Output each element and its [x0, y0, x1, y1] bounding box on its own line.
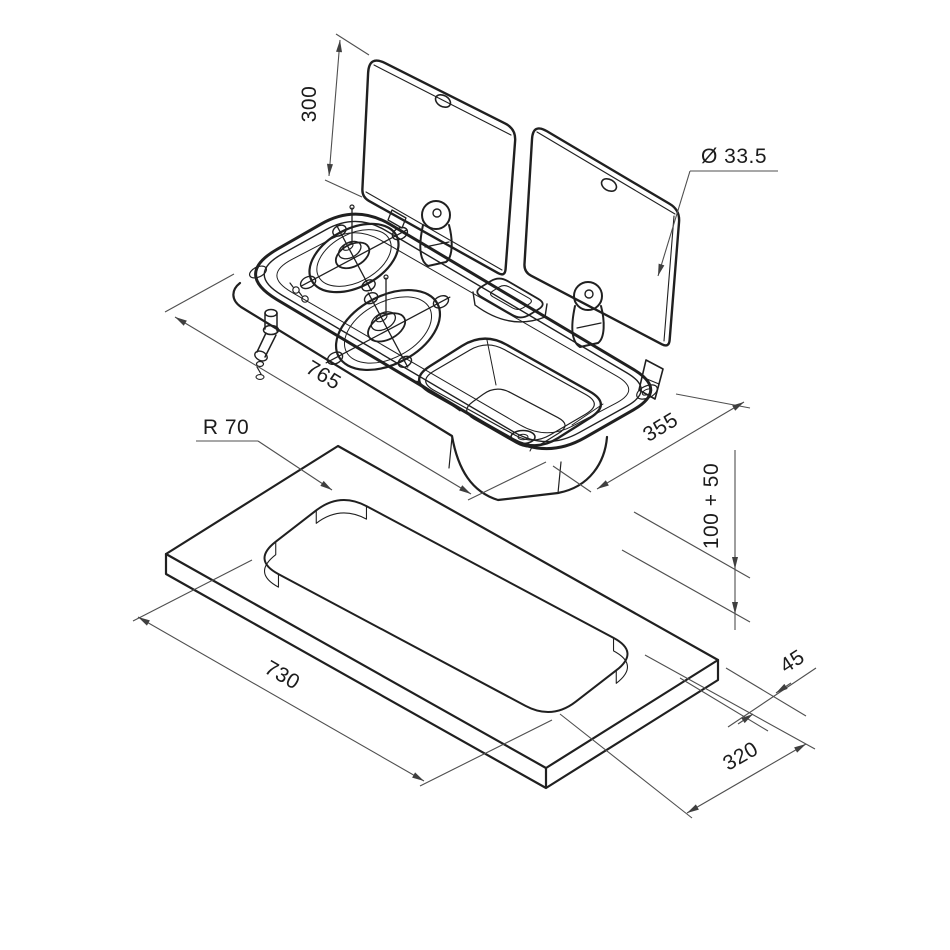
dimensions: 300 Ø 33.5 765 R 70 355 100 [132, 33, 817, 819]
left-lid-hole [434, 93, 452, 109]
left-lid-hinge [419, 200, 453, 267]
sink-hob-unit [232, 200, 664, 502]
dimension-installation-depth: 100 + 50 [700, 450, 738, 630]
left-glass-lid [361, 59, 517, 276]
right-lid-glass-thickness [536, 131, 676, 342]
right-lid-bumper [636, 384, 658, 400]
unit-underbody [232, 281, 609, 502]
drain [510, 429, 536, 445]
rear-burner [299, 204, 409, 294]
unit-outer-rim [254, 212, 653, 451]
worktop-thickness [164, 552, 720, 790]
igniter-parts [289, 282, 309, 303]
dimension-cutout-length: 730 [137, 616, 425, 782]
sink-wall-edges [416, 339, 604, 452]
glass-lids [361, 59, 681, 347]
unit-inner-rim [263, 220, 642, 443]
lid-handle-recess [472, 277, 548, 323]
cutout-opening [263, 499, 629, 713]
dimension-lid-height: 300 [298, 39, 343, 177]
dimension-hole-diameter: Ø 33.5 [657, 145, 778, 277]
left-lid-bumper [248, 265, 268, 279]
drain-inner [517, 433, 529, 441]
right-lid-hinge [571, 281, 605, 348]
installation-depth-label: 100 + 50 [700, 463, 723, 549]
edge-offset-label: 45 [776, 645, 809, 678]
corner-radius-label: R 70 [203, 416, 249, 439]
right-lid-hole [600, 177, 618, 193]
worktop-top-face [164, 444, 720, 770]
worktop-cutout-template [164, 444, 720, 790]
right-glass-lid [523, 127, 681, 347]
faucet [254, 308, 280, 380]
hinge-pin-hole [432, 208, 442, 218]
right-lid-outline [523, 127, 681, 347]
left-lid-glass-thickness [365, 64, 512, 271]
dimension-cutout-width: 320 [686, 737, 807, 814]
sink-bottom [466, 388, 566, 448]
hole-diameter-label: Ø 33.5 [701, 145, 767, 168]
extension-lines [132, 33, 816, 819]
cutout-length-label: 730 [261, 656, 304, 694]
hinge-pin-hole [584, 289, 594, 299]
lid-height-label: 300 [298, 86, 321, 123]
cutout-corner-walls [264, 505, 628, 684]
right-lid-bracket [638, 359, 664, 400]
left-lid-outline [361, 59, 517, 276]
dimension-corner-radius: R 70 [196, 416, 333, 491]
unit-width-label: 355 [639, 408, 682, 447]
unit-tub-floor-edge [276, 232, 630, 434]
cutout-width-label: 320 [719, 737, 762, 775]
